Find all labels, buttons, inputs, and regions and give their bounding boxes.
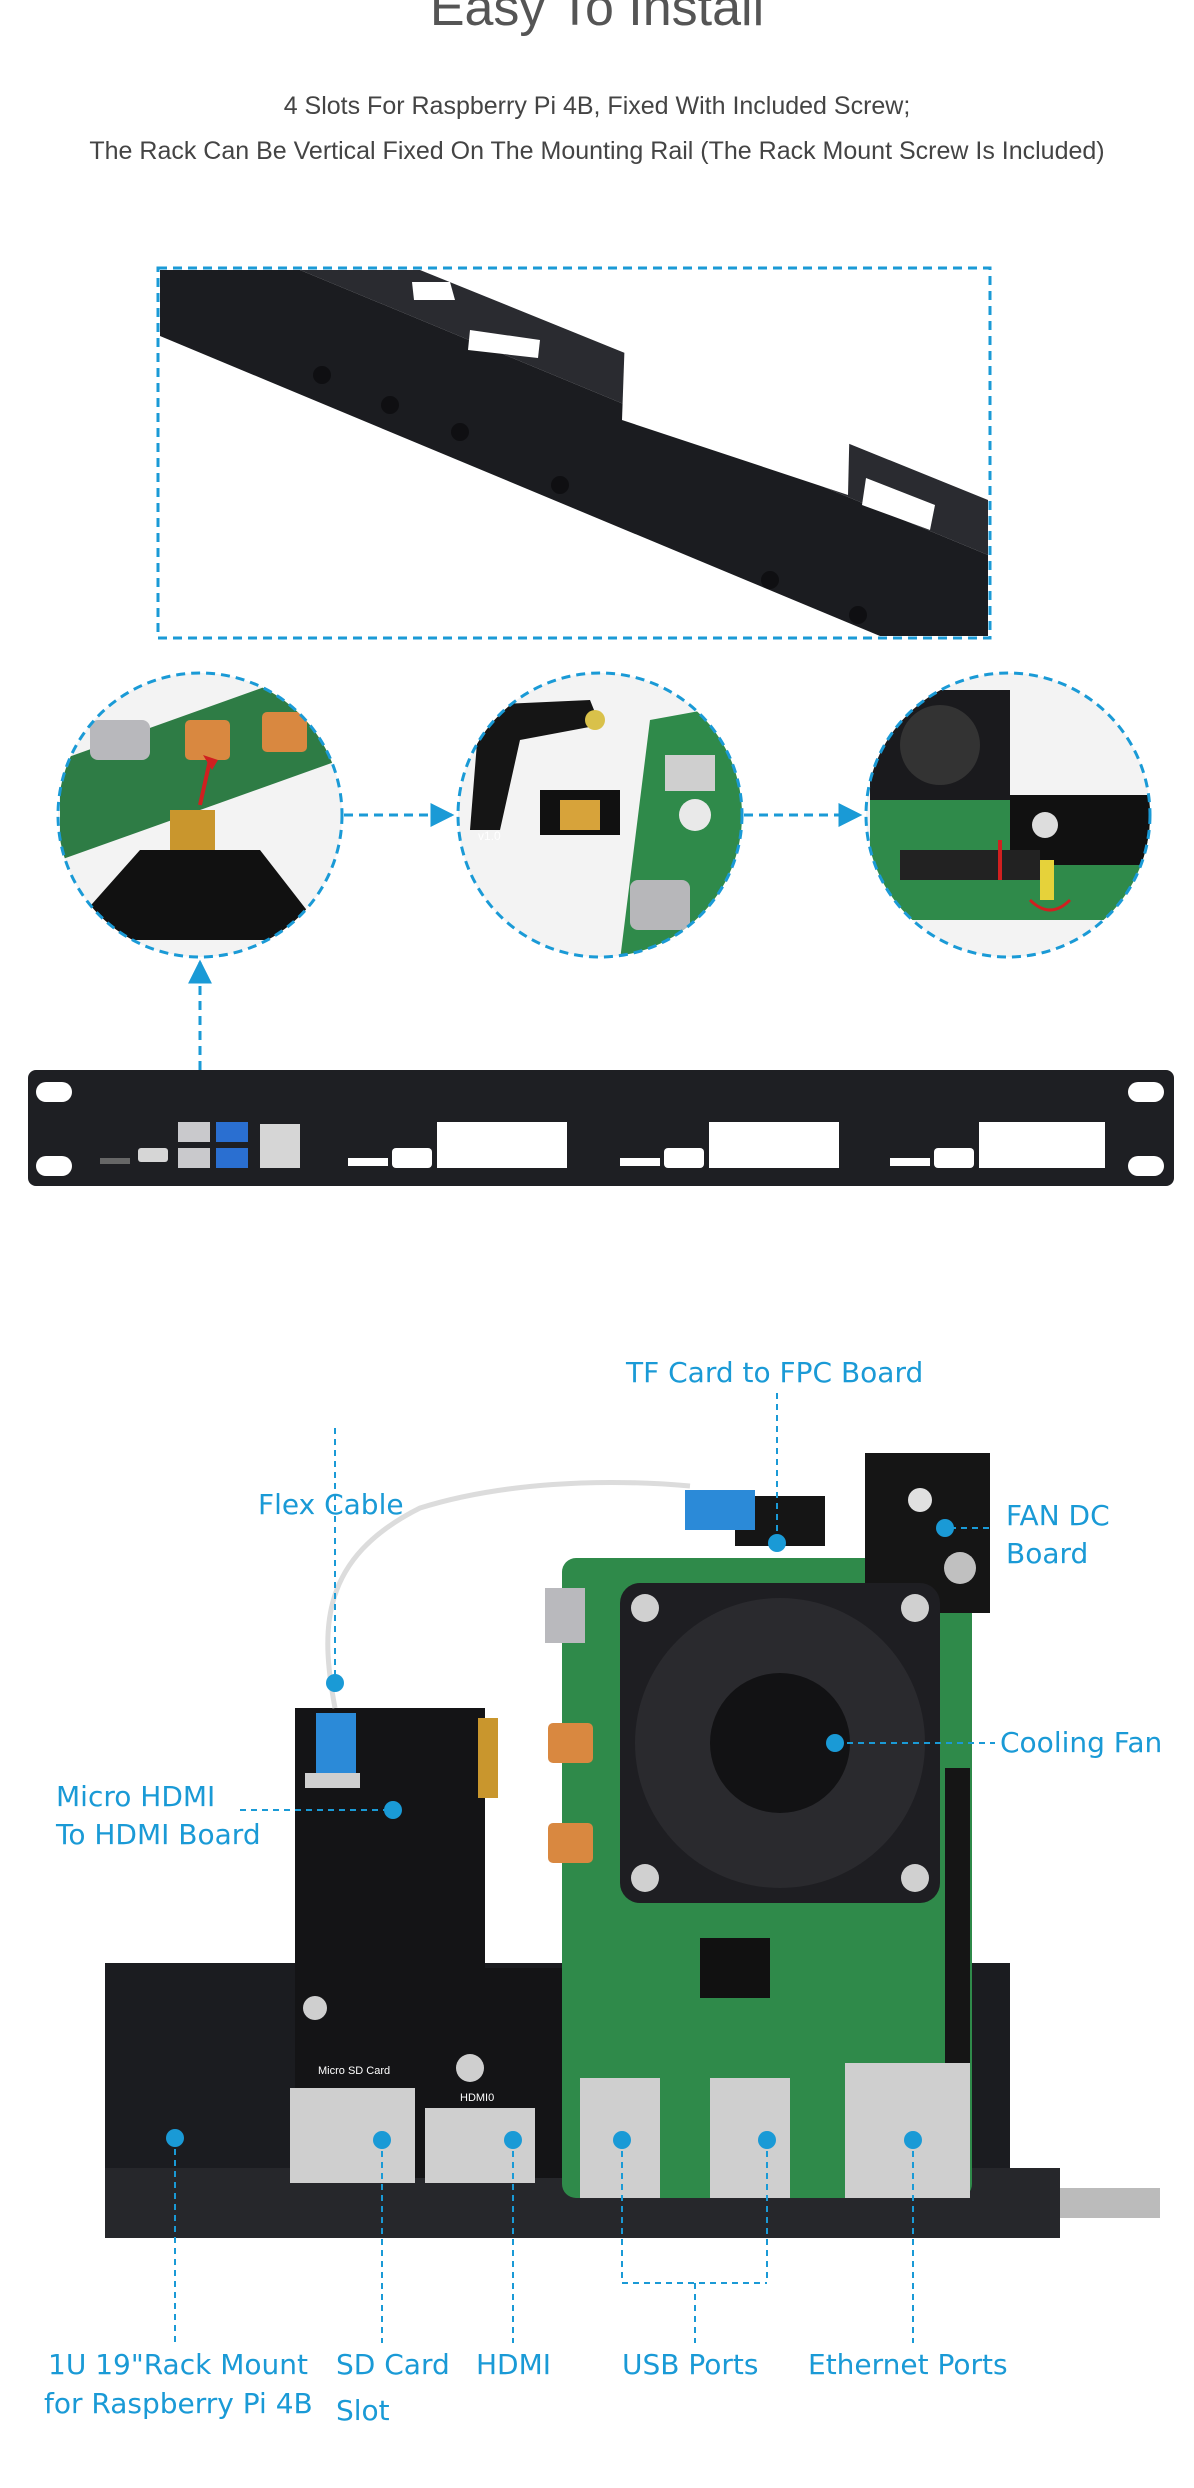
subtitle-line-2: The Rack Can Be Vertical Fixed On The Mo… bbox=[89, 137, 1105, 165]
flex-cable bbox=[325, 1479, 691, 1709]
label-hdmi: HDMI bbox=[476, 2348, 552, 2381]
label-tf-card-board: TF Card to FPC Board bbox=[626, 1356, 924, 1389]
step-fan-board bbox=[864, 671, 1152, 959]
label-fan-dc-line1: FAN DC bbox=[1006, 1499, 1110, 1532]
install-illustration: v1.0 bbox=[28, 266, 1174, 1186]
label-sd-card-line2: Slot bbox=[336, 2394, 390, 2427]
micro-sd-silkscreen: Micro SD Card bbox=[318, 2065, 390, 2077]
label-micro-hdmi-line2: To HDMI Board bbox=[56, 1818, 261, 1851]
hdmi0-silkscreen: HDMI0 bbox=[460, 2092, 494, 2104]
product-diagram: Micro SD Card HDMI0 bbox=[105, 1393, 1160, 2343]
micro-hdmi-board: Micro SD Card HDMI0 bbox=[290, 1708, 565, 2183]
label-rack-mount-line1: 1U 19"Rack Mount bbox=[48, 2348, 308, 2381]
callout-lines bbox=[174, 1393, 995, 2343]
label-sd-card-line1: SD Card bbox=[336, 2348, 450, 2381]
callout-dots bbox=[166, 1519, 954, 2149]
label-cooling-fan: Cooling Fan bbox=[1000, 1726, 1163, 1759]
page-title: Easy To Install bbox=[429, 0, 765, 37]
rack-front-panel bbox=[28, 1070, 1174, 1186]
step-tf-card-board: v1.0 bbox=[456, 671, 744, 959]
label-rack-mount-line2: for Raspberry Pi 4B bbox=[44, 2387, 313, 2420]
label-flex-cable: Flex Cable bbox=[258, 1488, 404, 1521]
label-micro-hdmi-line1: Micro HDMI bbox=[56, 1780, 216, 1813]
subtitle-line-1: 4 Slots For Raspberry Pi 4B, Fixed With … bbox=[283, 92, 911, 120]
cooling-fan bbox=[620, 1583, 940, 1903]
board-version-label: v1.0 bbox=[478, 829, 501, 843]
label-ethernet-ports: Ethernet Ports bbox=[808, 2348, 1008, 2381]
step-hdmi-adapter bbox=[56, 671, 344, 959]
label-fan-dc-line2: Board bbox=[1006, 1537, 1089, 1570]
label-usb-ports: USB Ports bbox=[622, 2348, 759, 2381]
rail-closeup bbox=[156, 266, 992, 640]
